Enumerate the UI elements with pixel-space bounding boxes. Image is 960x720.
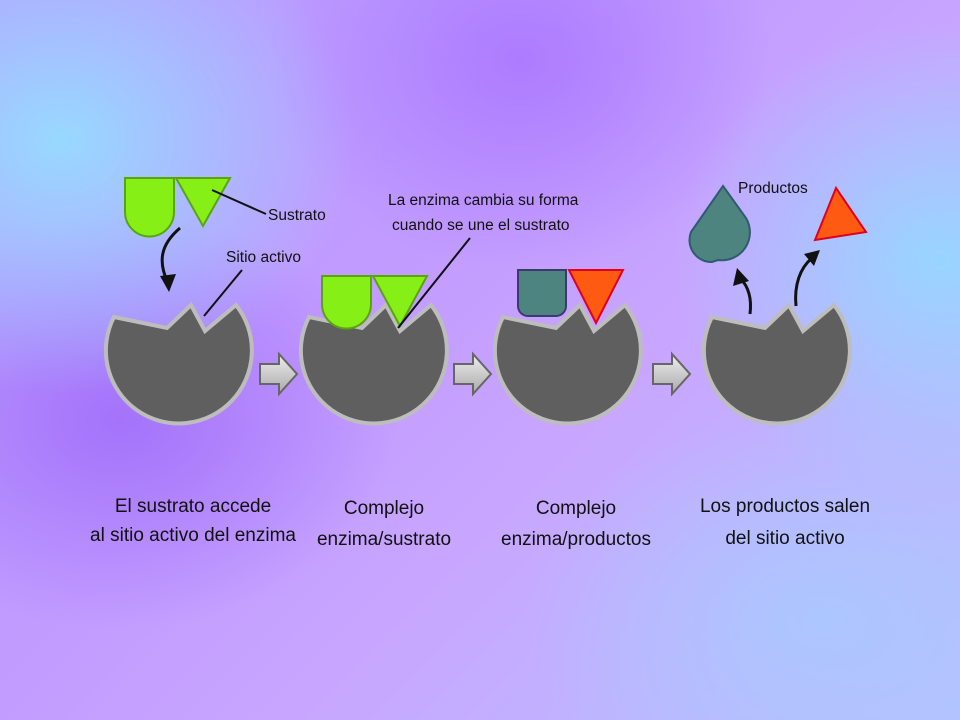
substrate-triangle [174, 177, 232, 229]
productos-label: Productos [738, 180, 808, 197]
cambia-pointer-line [397, 237, 471, 329]
sitio-activo-pointer-line [203, 269, 243, 317]
step-arrow-1 [259, 351, 299, 397]
bound-substrate-triangle [371, 275, 429, 329]
sitio-activo-label: Sitio activo [226, 249, 301, 266]
cambia-forma-label-line1: La enzima cambia su forma [388, 192, 579, 209]
cambia-forma-label-line2: cuando se une el sustrato [392, 217, 570, 234]
bound-product-red [567, 269, 625, 326]
released-product-red [813, 185, 868, 242]
step-arrow-3 [652, 351, 692, 397]
enzyme-1 [103, 301, 254, 426]
sustrato-pointer-line [211, 189, 267, 215]
enzyme-3 [492, 301, 643, 426]
step-1-caption-line1: El sustrato accede [115, 496, 271, 517]
approach-arrow-head [160, 274, 176, 292]
release-arrow-left [738, 276, 752, 315]
sustrato-label: Sustrato [268, 207, 326, 224]
step-arrow-2 [453, 351, 493, 397]
release-arrow-right-head [804, 250, 820, 266]
substrate-half-circle [124, 177, 175, 238]
bound-product-teal [517, 269, 567, 317]
enzyme-2 [298, 301, 449, 426]
enzyme-4 [701, 301, 852, 426]
substrate-free [124, 177, 232, 238]
step-3-caption-line1: Complejo [536, 498, 616, 519]
step-2-caption-line1: Complejo [344, 498, 424, 519]
release-arrow-right [794, 256, 814, 307]
step-3-caption-line2: enzima/productos [501, 529, 651, 550]
released-product-teal [688, 184, 751, 264]
step-1-caption-line2: al sitio activo del enzima [90, 525, 296, 546]
step-4-caption-line2: del sitio activo [725, 528, 844, 549]
step-2-caption-line2: enzima/sustrato [317, 529, 451, 550]
bound-substrate-half-circle [321, 275, 372, 330]
step-4-caption-line1: Los productos salen [700, 496, 870, 517]
release-arrow-left-head [733, 268, 749, 286]
